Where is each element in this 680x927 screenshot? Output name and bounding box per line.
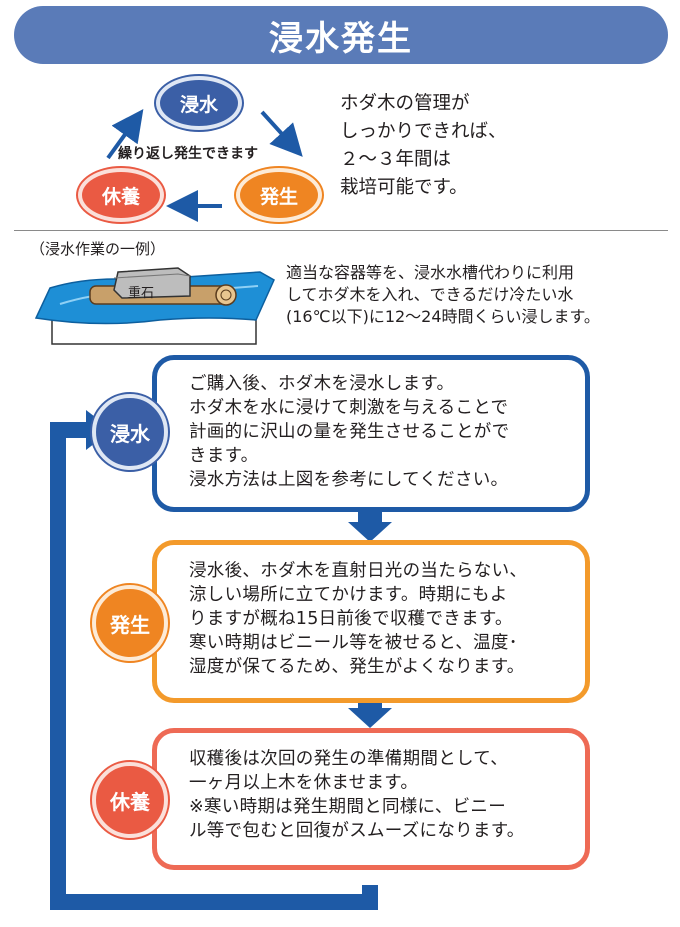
- step-circle-rest: 休養: [92, 762, 168, 838]
- step-circle-fruit: 発生: [92, 585, 168, 661]
- loop-back-line: [50, 422, 378, 910]
- arrow-rest-to-soak: [106, 109, 144, 160]
- step-circle-soak: 浸水: [92, 394, 168, 470]
- cycle-center-text: 繰り返し発生できます: [118, 146, 258, 162]
- example-caption: （浸水作業の一例）: [30, 240, 166, 258]
- cycle-circle-rest: 休養: [78, 168, 164, 222]
- step-box-fruit: 浸水後、ホダ木を直射日光の当たらない、 涼しい場所に立てかけます。時期にもよ り…: [152, 540, 590, 703]
- step-text-soak: ご購入後、ホダ木を浸水します。 ホダ木を水に浸けて刺激を与えることで 計画的に沢…: [189, 374, 510, 490]
- cycle-arrows: [106, 109, 303, 222]
- title-banner: 浸水発生: [14, 6, 668, 64]
- section-divider: [14, 230, 668, 231]
- stone-block: [113, 267, 191, 299]
- step-label-rest: 休養: [110, 789, 150, 814]
- stone-label: 重石: [128, 286, 155, 301]
- step-box-rest: 収穫後は次回の発生の準備期間として、 一ヶ月以上木を休ませます。 ※寒い時期は発…: [152, 728, 590, 870]
- arrow-soak-to-fruit-step: [348, 508, 392, 542]
- cycle-label-rest: 休養: [101, 185, 140, 208]
- cycle-circle-fruit: 発生: [236, 168, 322, 222]
- example-description: 適当な容器等を、浸水水槽代わりに利用 してホダ木を入れ、できるだけ冷たい水 (1…: [286, 263, 600, 326]
- soaking-illustration: [34, 267, 275, 345]
- step-label-fruit: 発生: [110, 612, 150, 637]
- arrow-soak-to-fruit: [260, 110, 303, 157]
- cycle-label-soak: 浸水: [179, 93, 218, 116]
- step-text-rest: 収穫後は次回の発生の準備期間として、 一ヶ月以上木を休ませます。 ※寒い時期は発…: [189, 749, 525, 841]
- page-title: 浸水発生: [269, 18, 413, 59]
- step-text-fruit: 浸水後、ホダ木を直射日光の当たらない、 涼しい場所に立てかけます。時期にもよ り…: [189, 561, 528, 677]
- cycle-note: ホダ木の管理が しっかりできれば、 ２～３年間は 栽培可能です。: [340, 93, 507, 198]
- step-label-soak: 浸水: [110, 421, 150, 446]
- step-box-soak: ご購入後、ホダ木を浸水します。 ホダ木を水に浸けて刺激を与えることで 計画的に沢…: [152, 355, 590, 512]
- cycle-label-fruit: 発生: [259, 185, 298, 208]
- cycle-circle-soak: 浸水: [156, 76, 242, 130]
